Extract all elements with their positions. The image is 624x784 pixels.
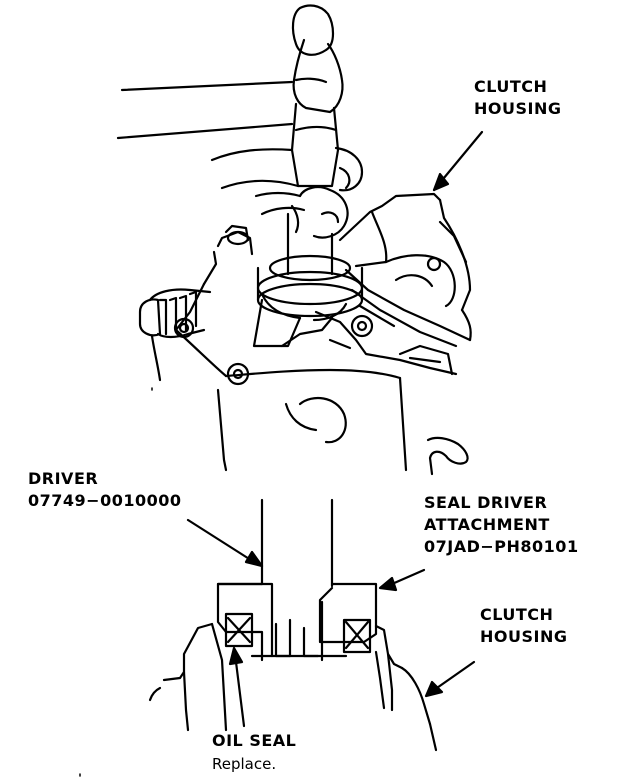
label-oil-seal-note: Replace. [212,755,277,773]
hammer-illustration [290,4,344,188]
arrow-clutch-housing-top [432,130,484,192]
label-driver-line1: DRIVER [28,469,99,488]
label-clutch-housing-bottom-line2: HOUSING [480,627,568,646]
label-clutch-housing-bottom-line1: CLUTCH [480,605,554,624]
driver-shaft [256,212,364,318]
label-seal-driver-attachment-line1: SEAL DRIVER [424,493,548,512]
label-clutch-housing-bottom: CLUTCH HOUSING [480,604,567,648]
clutch-housing-case [138,192,472,476]
hand-illustration [116,80,364,239]
label-driver: DRIVER 07749−0010000 [28,468,182,512]
label-clutch-housing-top-line2: HOUSING [474,99,562,118]
arrow-driver [186,518,264,568]
label-seal-driver-attachment-line2: ATTACHMENT [424,515,550,534]
arrow-oil-seal [228,646,246,728]
label-driver-part-number: 07749−0010000 [28,491,182,510]
arrow-seal-driver-attachment [378,568,426,592]
label-seal-driver-attachment: SEAL DRIVER ATTACHMENT 07JAD−PH80101 [424,492,579,558]
seal-installation-cross-section [148,498,438,752]
label-clutch-housing-top: CLUTCH HOUSING [474,76,561,120]
label-clutch-housing-top-line1: CLUTCH [474,77,548,96]
arrow-clutch-housing-bottom [424,660,476,698]
label-oil-seal: OIL SEAL [212,731,297,750]
label-seal-driver-attachment-part-number: 07JAD−PH80101 [424,537,579,556]
